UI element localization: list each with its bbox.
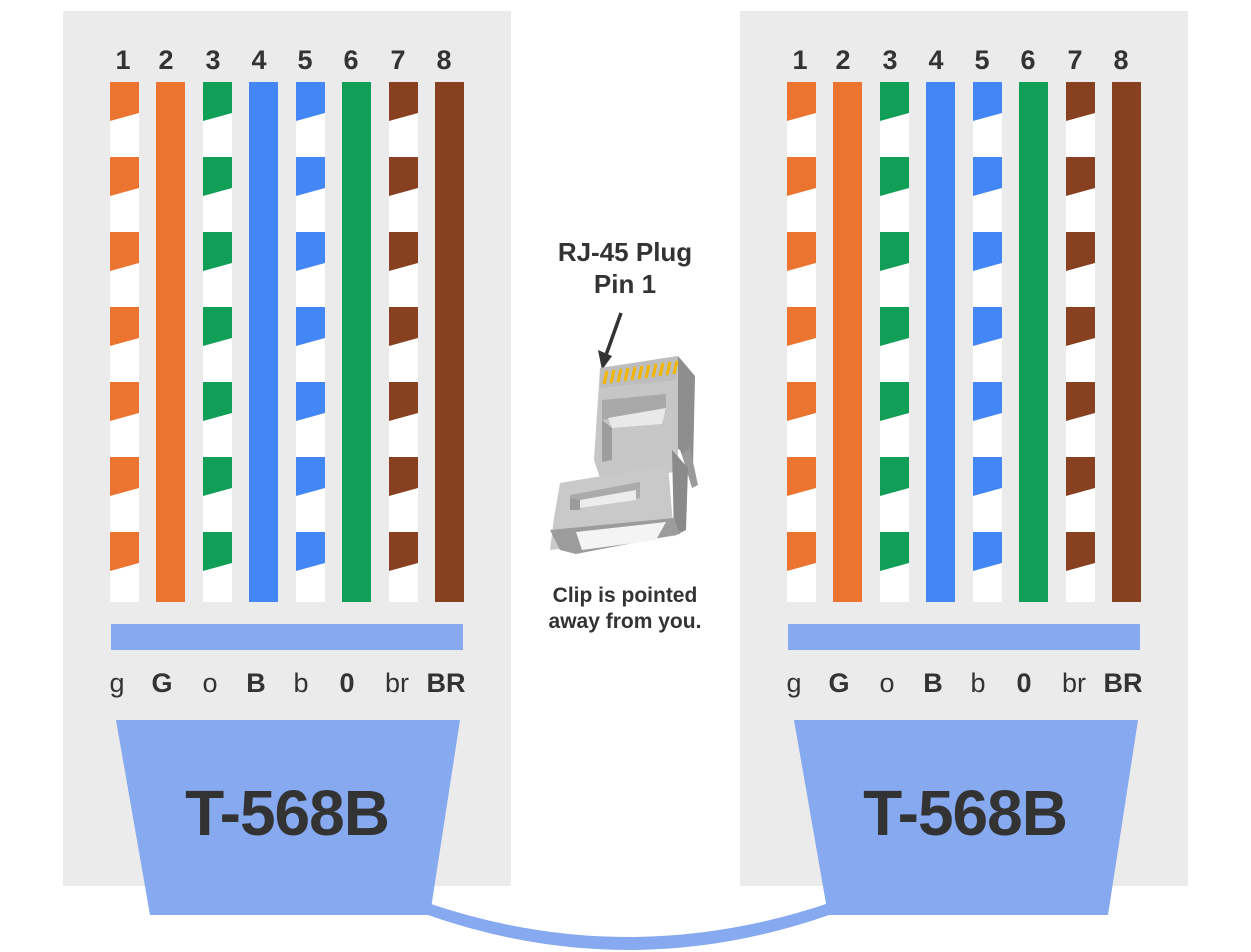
wire-5-white-blue bbox=[296, 82, 325, 602]
color-code: G bbox=[828, 668, 850, 698]
right-connector-body bbox=[794, 720, 1138, 915]
wire-8-brown bbox=[1112, 82, 1141, 602]
pin-number: 5 bbox=[297, 45, 313, 75]
rj45-plug-icon bbox=[550, 312, 698, 554]
pin-number: 3 bbox=[205, 45, 221, 75]
pin-number: 6 bbox=[1020, 45, 1036, 75]
color-code: G bbox=[151, 668, 173, 698]
color-code: B bbox=[923, 668, 943, 698]
wire-4-blue bbox=[249, 82, 278, 602]
wire-7-white-brown bbox=[389, 82, 418, 602]
left-connector-body bbox=[116, 720, 460, 915]
wire-2-orange bbox=[833, 82, 862, 602]
color-code: BR bbox=[426, 668, 466, 698]
color-code: o bbox=[879, 668, 895, 698]
wire-7-white-brown bbox=[1066, 82, 1095, 602]
plug-title-line2: Pin 1 bbox=[593, 269, 657, 299]
pin-number: 5 bbox=[974, 45, 990, 75]
wire-8-brown bbox=[435, 82, 464, 602]
color-code: B bbox=[246, 668, 266, 698]
pin-number: 7 bbox=[1067, 45, 1083, 75]
pin-number: 1 bbox=[792, 45, 808, 75]
pin-number: 8 bbox=[1113, 45, 1129, 75]
wire-1-white-orange bbox=[787, 82, 816, 602]
color-code: g bbox=[109, 668, 125, 698]
connector-bar bbox=[788, 624, 1140, 650]
wire-4-blue bbox=[926, 82, 955, 602]
connector-bar bbox=[111, 624, 463, 650]
clip-orientation-note: Clip is pointed away from you. bbox=[520, 583, 730, 635]
color-code: b bbox=[970, 668, 986, 698]
wire-6-green bbox=[1019, 82, 1048, 602]
color-code: br bbox=[1061, 668, 1086, 698]
wire-5-white-blue bbox=[973, 82, 1002, 602]
wire-3-white-green bbox=[203, 82, 232, 602]
pin-number: 7 bbox=[390, 45, 406, 75]
color-code: br bbox=[384, 668, 409, 698]
color-code: b bbox=[293, 668, 309, 698]
color-code: BR bbox=[1103, 668, 1143, 698]
pin-number: 2 bbox=[835, 45, 851, 75]
color-code: o bbox=[202, 668, 218, 698]
wire-2-orange bbox=[156, 82, 185, 602]
pin-number: 4 bbox=[928, 45, 944, 75]
color-code: 0 bbox=[1016, 668, 1032, 698]
pin-number: 4 bbox=[251, 45, 267, 75]
pin-number: 8 bbox=[436, 45, 452, 75]
plug-title-line1: RJ-45 Plug bbox=[557, 237, 693, 267]
wire-3-white-green bbox=[880, 82, 909, 602]
wire-1-white-orange bbox=[110, 82, 139, 602]
left-standard-label: T-568B bbox=[185, 777, 390, 849]
color-code: g bbox=[786, 668, 802, 698]
wire-6-green bbox=[342, 82, 371, 602]
pin-number: 6 bbox=[343, 45, 359, 75]
color-code: 0 bbox=[339, 668, 355, 698]
clip-note-line2: away from you. bbox=[548, 610, 702, 633]
pin-number: 2 bbox=[158, 45, 174, 75]
clip-note-line1: Clip is pointed bbox=[552, 584, 698, 607]
pin-number: 1 bbox=[115, 45, 131, 75]
plug-title: RJ-45 Plug Pin 1 bbox=[530, 236, 720, 300]
right-standard-label: T-568B bbox=[863, 777, 1068, 849]
pin-number: 3 bbox=[882, 45, 898, 75]
